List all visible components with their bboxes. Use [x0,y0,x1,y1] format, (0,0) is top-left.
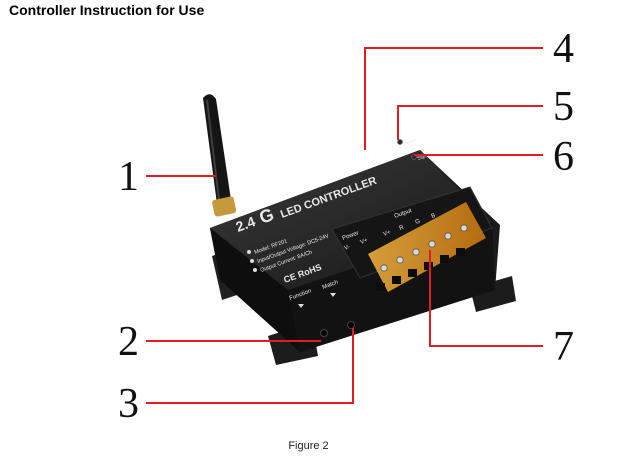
power-indicator [397,139,403,145]
terminal-name: V+ [383,230,393,238]
terminal-name: V- [344,244,351,252]
terminal-name: R [399,225,406,232]
figure-caption: Figure 2 [288,440,329,452]
power-led-label: Power [403,137,419,148]
output-terminal-label: Output [394,208,413,220]
callout-number-2: 2 [118,319,139,365]
leader-line-4 [364,47,543,150]
page-title: Controller Instruction for Use [9,2,205,18]
terminal-screws [380,224,468,272]
signal-led-label: Signal [417,151,432,161]
leader-lines [146,47,543,404]
power-terminal-label: Power [342,230,360,241]
callout-number-3: 3 [118,381,139,427]
callout-number-7: 7 [553,324,574,370]
antenna [203,94,237,217]
match-label: Match [322,280,339,291]
terminal-cover [368,202,486,292]
match-button [347,321,355,329]
function-button [320,329,328,337]
logo-g: G [257,204,277,228]
side-buttons [320,321,355,337]
callout-numbers: 1 2 3 4 5 6 7 [118,26,574,427]
callout-number-6: 6 [553,134,574,180]
leader-line-5 [397,105,543,140]
terminal-name: V+ [360,238,370,246]
logo-mark: 2.4 [234,213,258,235]
callout-number-1: 1 [118,154,139,200]
terminal-clamps [376,248,465,291]
leader-line-7 [429,250,543,347]
callout-number-5: 5 [553,84,574,130]
leader-line-3 [146,328,354,404]
terminal-block: Power Output V- V+ V+ R G B [331,186,493,292]
terminal-name: G [415,219,422,226]
callout-number-4: 4 [553,26,574,72]
terminal-name: B [431,213,437,220]
